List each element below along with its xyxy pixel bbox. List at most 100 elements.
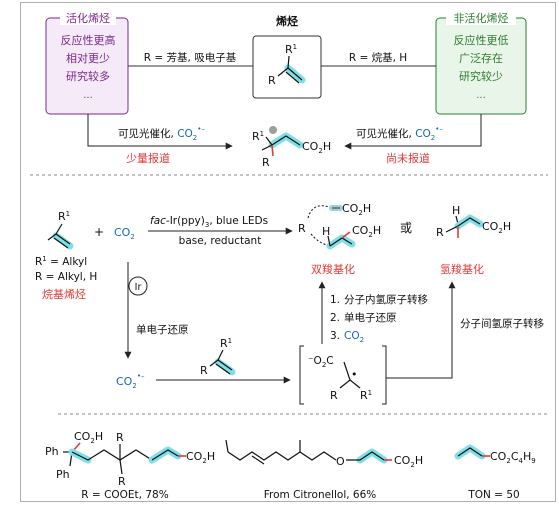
activated-alkene-title-bg <box>60 11 116 25</box>
intermediate-radical-dot: • <box>351 368 358 381</box>
substrate-highlight <box>52 232 74 250</box>
center-alkene-r: R <box>268 74 276 87</box>
plus-sign: + <box>94 225 104 239</box>
substrate-class-label: 烷基烯烃 <box>42 287 86 301</box>
arrow-right-to-product <box>344 114 482 150</box>
activated-alkene-line-3: 研究较多 <box>66 69 110 83</box>
unactivated-alkene-title: 非活化烯烃 <box>454 11 509 25</box>
unactivated-alkene-line-1: 反应性更低 <box>454 33 509 47</box>
example-1-caption: R = COOEt, 78% <box>81 489 168 501</box>
di-dashed-arc <box>307 205 333 219</box>
ir-cycle-label: Ir <box>135 282 142 293</box>
status-right: 尚未报道 <box>386 151 430 165</box>
top-product-chain <box>261 135 301 151</box>
ex1-r-bottom: R <box>118 475 126 488</box>
or-text: 或 <box>400 221 412 235</box>
activated-alkene-line-1: 反应性更高 <box>61 33 116 47</box>
arrow-alkene-highlight <box>214 358 236 376</box>
di-co2h-top: CO2H <box>342 202 371 217</box>
substrate-bond-b <box>53 237 69 249</box>
top-product-structure: R1 R CO2H <box>252 126 331 169</box>
status-left: 少量报道 <box>126 151 170 165</box>
step-2: 2.单电子还原 <box>330 311 397 324</box>
co2-radical-anion: CO2•– <box>116 372 145 390</box>
ex2-chain <box>227 451 337 461</box>
co2-reagent: CO2 <box>114 226 135 241</box>
substrate-r-definition: R = Alkyl, H <box>35 271 97 283</box>
hydrocarboxylation-product: H R CO2H <box>436 204 511 239</box>
step-3: 3.CO2 <box>330 330 364 344</box>
conditions-bottom: base, reductant <box>179 235 262 247</box>
alkene-title: 烯烃 <box>276 14 298 28</box>
top-product-r1: R1 <box>252 130 264 143</box>
ex1-ph-top: Ph <box>45 445 59 458</box>
arrow-alkene-bond-b <box>215 363 231 375</box>
step-1: 1.分子内氢原子转移 <box>330 293 429 306</box>
substrate-r1-bond <box>55 223 63 235</box>
connector-right-label: R = 烷基, H <box>349 51 407 64</box>
intermediate-chain <box>339 361 351 389</box>
unactivated-alkene-line-2: 广泛存在 <box>459 51 503 65</box>
substrate-bond-a <box>55 233 71 245</box>
intermolecular-hat-label: 分子间氢原子转移 <box>460 317 544 330</box>
unactivated-alkene-title-bg <box>446 11 516 25</box>
intermediate-carboxylate: ⁻O2C <box>308 355 334 369</box>
radical-intermediate: ⁻O2C • R R1 <box>299 345 387 405</box>
di-red-bond <box>341 231 351 239</box>
example-3-caption: TON = 50 <box>467 489 519 501</box>
top-product-red-bond <box>271 144 274 157</box>
di-co2h-bottom: CO2H <box>352 224 381 239</box>
center-alkene-r1: R1 <box>285 43 297 56</box>
di-h-bond <box>327 235 331 247</box>
arrow-alkene-r1-bond <box>217 349 224 361</box>
activated-alkene-line-4: ... <box>83 90 93 101</box>
bracket-left <box>299 345 304 405</box>
arrow-alkene-r: R <box>200 364 208 377</box>
arrow-left-to-product <box>87 114 233 150</box>
arrow-alkene: R1 R <box>200 337 236 377</box>
arrow-right-label: 可见光催化, CO2•– <box>356 125 443 142</box>
ex1-co2h: CO2H <box>74 430 103 445</box>
ex1-r-bottom-bond <box>119 459 123 475</box>
activated-alkene-box: 活化烯烃 反应性更高 相对更少 研究较多 ... <box>45 11 129 115</box>
intermediate-r1-bond <box>349 379 361 389</box>
unactivated-alkene-line-3: 研究较少 <box>459 69 503 83</box>
bracket-right <box>382 345 387 405</box>
center-alkene-r1-bond <box>287 55 290 69</box>
ex1-co2h-end: CO2H <box>186 450 215 465</box>
center-alkene-bond <box>287 67 303 81</box>
hc-chain <box>445 217 481 233</box>
top-product-r: R <box>262 156 270 169</box>
dicarboxylation-product: CO2H R H CO2H <box>298 202 381 250</box>
dicarboxylation-label: 双羧基化 <box>311 262 355 276</box>
connector-left-label: R = 芳基, 吸电子基 <box>144 51 237 64</box>
scheme-frame <box>20 2 556 502</box>
ex2-o: O <box>336 455 345 468</box>
example-3-structure: CO2C4H9 <box>454 444 536 465</box>
ex2-methyl-1 <box>225 439 229 453</box>
ex3-highlight <box>454 444 486 460</box>
center-alkene-r-bond <box>277 67 289 77</box>
set-label: 单电子还原 <box>136 323 189 336</box>
di-h: H <box>322 225 330 238</box>
hc-r: R <box>436 226 444 239</box>
arrow-left-label: 可见光催化, CO2•– <box>118 125 205 142</box>
unactivated-alkene-line-4: ... <box>476 90 486 101</box>
conditions-top: fac-Ir(ppy)3, blue LEDs <box>150 215 268 229</box>
activated-alkene-line-2: 相对更少 <box>66 51 110 65</box>
intermediate-r1: R1 <box>360 389 372 402</box>
arrow-alkene-bond-a <box>217 359 233 371</box>
substrate-r-bond <box>47 233 57 241</box>
ex2-co2h: CO2H <box>394 454 423 469</box>
ex2-chain-2 <box>346 451 385 461</box>
ex2-highlight <box>356 448 388 464</box>
hc-co2h: CO2H <box>482 220 511 235</box>
ex1-ph-bottom: Ph <box>56 468 70 481</box>
substrate-r1-definition: R1 = Alkyl <box>35 255 87 268</box>
unactivated-alkene-box: 非活化烯烃 反应性更低 广泛存在 研究较少 ... <box>435 11 527 115</box>
ex1-r-top: R <box>116 431 124 444</box>
substrate-alkene: R1 <box>47 210 74 250</box>
intermolecular-arrow <box>386 281 456 379</box>
